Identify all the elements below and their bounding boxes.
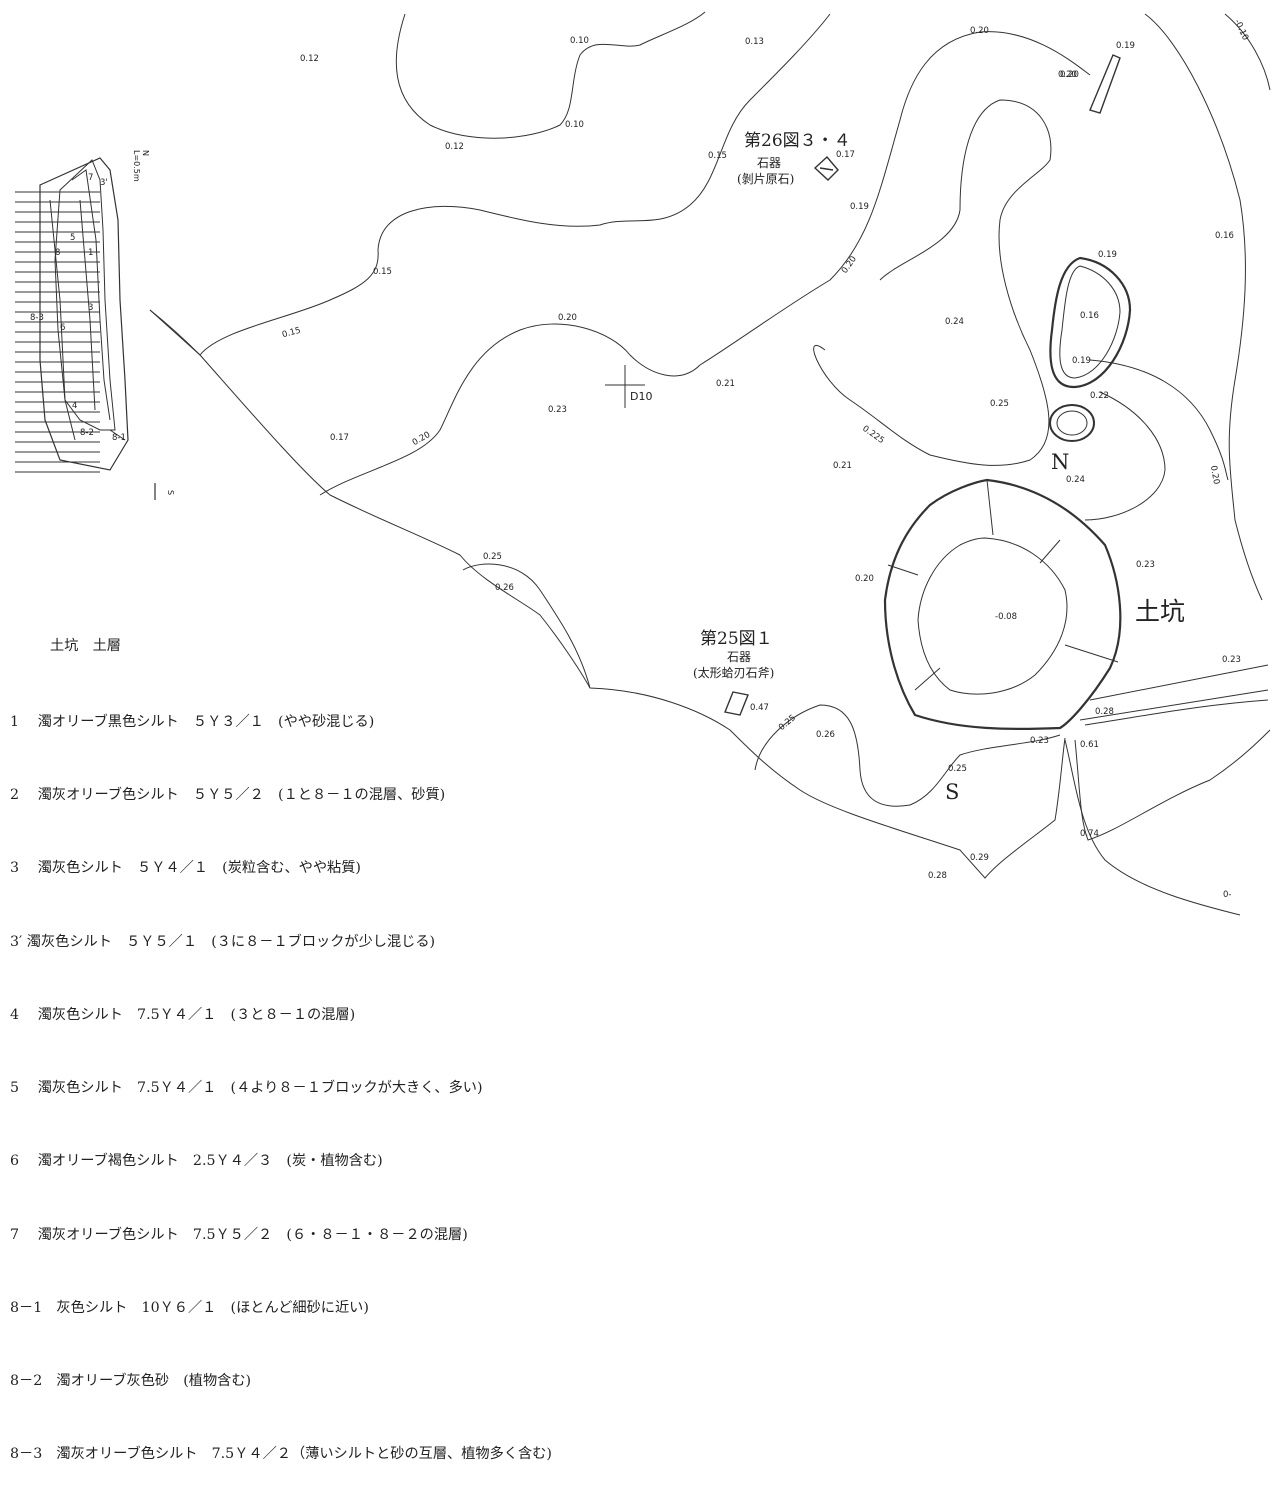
contour-line	[1089, 359, 1229, 481]
contour-line	[1144, 13, 1263, 601]
ring-post-inner	[1056, 410, 1088, 436]
ring-post	[1049, 404, 1095, 442]
grid-cross	[605, 365, 645, 408]
artifact-axe	[724, 691, 749, 716]
section-layer: 8-2	[80, 428, 94, 438]
contour-line	[1079, 664, 1269, 726]
post-hole-inner	[1059, 265, 1121, 379]
contour-line	[149, 13, 831, 356]
section-layer: 3'	[100, 178, 108, 188]
legend-heading: 土坑 土層	[50, 637, 121, 654]
contour-line	[395, 11, 706, 139]
contour-line	[319, 31, 1091, 496]
legend-row: 4 濁灰色シルト 7.5Ｙ４／１ (３と８－１の混層)	[10, 1006, 356, 1023]
section-layer: 8-3	[30, 313, 44, 323]
legend-row: 2 濁灰オリーブ色シルト ５Ｙ５／２ (１と８－１の混層、砂質)	[10, 787, 446, 804]
contour-line	[1224, 13, 1271, 91]
pit-outline	[883, 478, 1122, 731]
section-layer: 1	[88, 248, 93, 258]
legend-row: 3′ 濁灰色シルト ５Ｙ５／１ (３に８－１ブロックが少し混じる)	[10, 933, 436, 950]
contour-line	[462, 563, 591, 689]
artifact-flake	[813, 155, 839, 181]
contour-line	[813, 99, 1052, 466]
soil-layer-legend: 土坑 土層 1 濁オリーブ黒色シルト ５Ｙ３／１ (やや砂混じる) 2 濁灰オリ…	[10, 585, 552, 1491]
contour-line	[149, 309, 1066, 879]
section-layer: 6	[60, 323, 65, 333]
pit-section-lines	[887, 479, 1119, 691]
contour-line	[754, 704, 1061, 807]
artifact-stake	[1089, 54, 1121, 114]
section-layer: 8	[55, 248, 60, 258]
legend-row: 5 濁灰色シルト 7.5Ｙ４／１ (４より８－１ブロックが大きく、多い)	[10, 1080, 483, 1097]
pit-inner	[917, 537, 1068, 695]
section-drawing	[15, 157, 129, 473]
legend-row: 6 濁オリーブ褐色シルト 2.5Ｙ４／３ (炭・植物含む)	[10, 1153, 383, 1170]
legend-row: 7 濁灰オリーブ色シルト 7.5Ｙ５／２ (６・８－１・８－２の混層)	[10, 1226, 468, 1243]
section-layer: 7	[88, 173, 93, 183]
contour-line	[1084, 391, 1166, 521]
legend-row: 1 濁オリーブ黒色シルト ５Ｙ３／１ (やや砂混じる)	[10, 714, 375, 731]
contour-map: 7 3' 5 1 3 8 6 4 8-3 8-2 8-1	[15, 11, 1271, 916]
legend-row: 8－3 濁灰オリーブ色シルト 7.5Ｙ４／２（薄いシルトと砂の互層、植物多く含む…	[10, 1446, 552, 1463]
section-layer: 5	[70, 233, 75, 243]
section-layer: 8-1	[112, 433, 126, 443]
section-layer: 3	[88, 303, 93, 313]
legend-row: 8－1 灰色シルト 10Ｙ６／１ (ほとんど細砂に近い)	[10, 1299, 369, 1316]
contour-line	[1074, 729, 1271, 841]
legend-row: 3 濁灰色シルト ５Ｙ４／１ (炭粒含む、やや粘質)	[10, 860, 361, 877]
post-hole-outer	[1049, 256, 1132, 389]
legend-row: 8－2 濁オリーブ灰色砂 (植物含む)	[10, 1373, 252, 1389]
contour-line	[1064, 739, 1241, 916]
section-layer: 4	[72, 401, 77, 411]
